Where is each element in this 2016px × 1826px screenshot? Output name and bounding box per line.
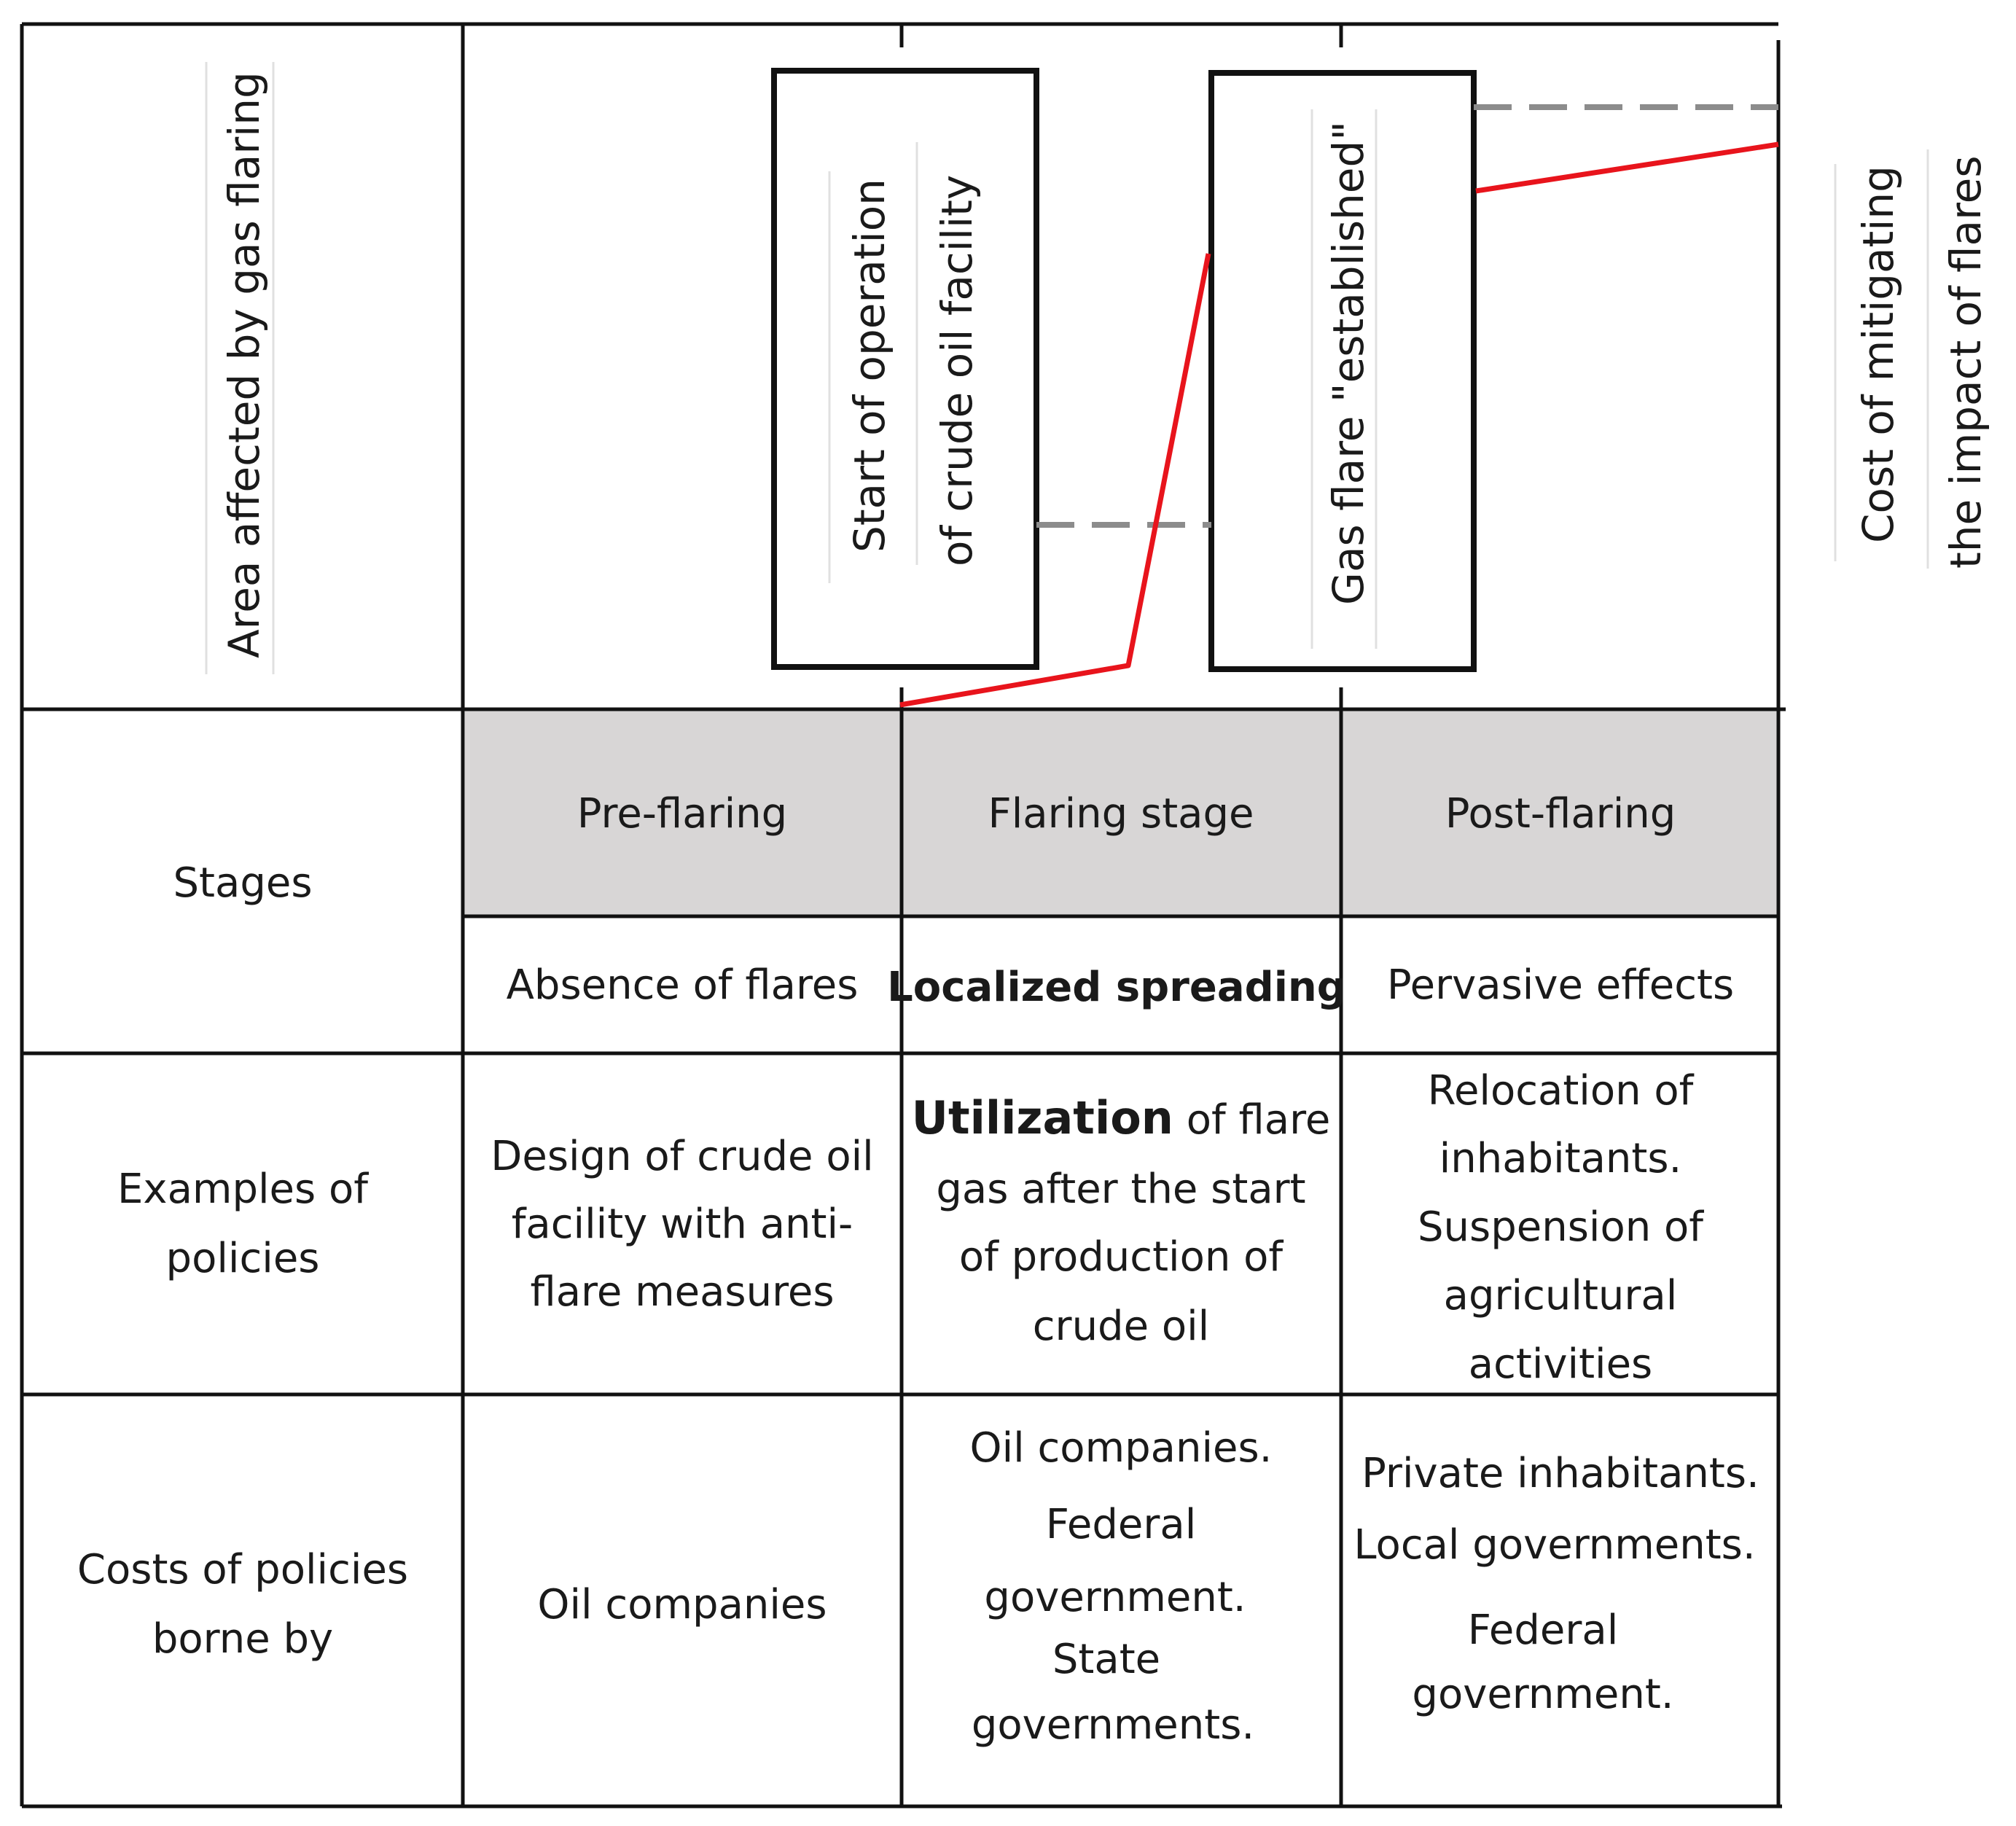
policy-post-flaring-line5: activities — [1469, 1341, 1652, 1388]
start-of-operation-box — [771, 68, 1039, 670]
policy-post-flaring-line2: inhabitants. — [1439, 1135, 1682, 1182]
effect-pervasive: Pervasive effects — [1387, 961, 1734, 1009]
policy-post-flaring-line4: agricultural — [1444, 1272, 1678, 1319]
policy-flaring-line1: Utilization of flare — [912, 1091, 1331, 1144]
utilization-word: Utilization — [912, 1091, 1173, 1144]
policy-pre-flaring-line3: flare measures — [530, 1268, 834, 1316]
policies-label-line2: policies — [166, 1235, 320, 1282]
stage-pre-flaring: Pre-flaring — [577, 790, 787, 838]
policy-pre-flaring-line1: Design of crude oil — [491, 1133, 873, 1180]
start-of-operation-label-line1: Start of operation — [845, 179, 894, 553]
stage-post-flaring: Post-flaring — [1445, 790, 1676, 838]
policy-post-flaring-line3: Suspension of — [1418, 1203, 1704, 1251]
cost-flaring-line1: Oil companies. — [970, 1424, 1273, 1472]
label-guides — [205, 62, 1929, 674]
cost-trend-line-upper — [1475, 141, 1779, 194]
start-of-operation-label-line2: of crude oil facility — [932, 175, 982, 566]
cost-post-flaring-line2: Local governments. — [1353, 1521, 1755, 1569]
effect-absence-of-flares: Absence of flares — [507, 961, 859, 1009]
cost-flaring-line5: governments. — [972, 1701, 1254, 1749]
policies-label-line1: Examples of — [117, 1166, 369, 1213]
cost-post-flaring-line3: Federal — [1468, 1607, 1619, 1654]
flare-established-box — [1208, 70, 1477, 672]
policy-pre-flaring-line2: facility with anti- — [512, 1201, 853, 1248]
policy-flaring-line4: crude oil — [1033, 1303, 1209, 1350]
cost-flaring-line2: Federal — [1046, 1501, 1197, 1548]
policy-flaring-line3: of production of — [959, 1233, 1284, 1281]
costs-label-line1: Costs of policies — [77, 1546, 408, 1593]
y-axis-label: Area affected by gas flaring — [219, 71, 269, 658]
policy-flaring-line1-rest: of flare — [1173, 1096, 1330, 1144]
cost-trend-line — [899, 253, 1211, 708]
policy-flaring-line2: gas after the start — [936, 1166, 1305, 1213]
mitigation-cost-label-line1: Cost of mitigating — [1853, 165, 1903, 543]
effect-localized-spreading: Localized spreading — [887, 964, 1346, 1011]
stage-flaring: Flaring stage — [988, 790, 1254, 838]
cost-flaring-line3: government. — [984, 1574, 1246, 1621]
table-grid — [20, 22, 1786, 1809]
policy-post-flaring-line1: Relocation of — [1428, 1067, 1695, 1115]
mitigation-cost-label-line2: the impact of flares — [1941, 155, 1990, 569]
cost-flaring-line4: State — [1052, 1636, 1160, 1683]
cost-post-flaring-line4: government. — [1412, 1671, 1673, 1718]
stages-label: Stages — [173, 859, 313, 907]
stage-header-fill — [465, 711, 1778, 915]
cost-pre-flaring: Oil companies — [537, 1581, 827, 1628]
costs-label-line2: borne by — [152, 1615, 333, 1663]
flare-established-label: Gas flare "established" — [1324, 121, 1373, 605]
cost-post-flaring-line1: Private inhabitants. — [1361, 1450, 1759, 1497]
